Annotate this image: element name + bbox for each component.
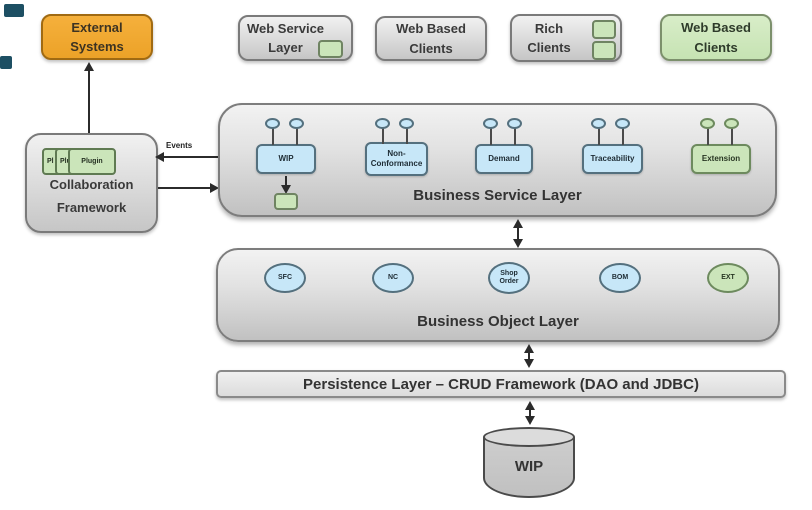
nonconformance-interface-stem-1 <box>382 128 384 144</box>
wip-database-cylinder: WIP <box>483 437 575 498</box>
extension-interface-stem-2 <box>731 128 733 145</box>
wip-plugin-icon <box>274 193 298 210</box>
nc-business-object: NC <box>372 263 414 293</box>
persistence-db-arrow-head-down <box>525 416 535 425</box>
rich-clients-label-line1: Rich <box>534 20 564 36</box>
cf-to-service-arrow-head <box>210 183 219 193</box>
nonconformance-service-component: Non- Conformance <box>365 142 428 176</box>
wip-service-label: WIP <box>278 153 294 163</box>
persistence-layer-bar: Persistence Layer – CRUD Framework (DAO … <box>216 370 786 398</box>
demand-interface-icon-2 <box>507 118 522 129</box>
web-service-layer-label-line2: Layer <box>268 40 303 55</box>
web-based-clients-green-label-line1: Web Based <box>681 20 751 35</box>
cf-to-service-arrow-line <box>158 187 212 189</box>
demand-service-label: Demand <box>488 153 520 163</box>
database-cylinder-top <box>483 427 575 447</box>
wip-interface-stem-2 <box>296 128 298 145</box>
nc-label: NC <box>387 273 399 281</box>
web-service-layer-label-line1: Web Service <box>246 20 325 36</box>
nonconformance-service-label-line1: Non- <box>387 148 406 158</box>
nonconformance-service-label-line2: Conformance <box>370 159 423 168</box>
extension-interface-stem-1 <box>707 128 709 145</box>
page-artifact-mark-top <box>4 4 24 17</box>
rich-client-component-icon-2 <box>592 41 616 60</box>
plugin-card-front: Plugin <box>68 148 116 175</box>
business-object-layer: Business Object Layer <box>216 248 780 342</box>
sfc-business-object: SFC <box>264 263 306 293</box>
extension-interface-icon-1 <box>700 118 715 129</box>
traceability-interface-stem-1 <box>598 128 600 145</box>
external-systems-label-line2: Systems <box>70 39 124 54</box>
demand-interface-icon-1 <box>483 118 498 129</box>
wip-service-component: WIP <box>256 144 316 174</box>
events-label: Events <box>166 141 193 150</box>
nonconformance-interface-stem-2 <box>406 128 408 144</box>
nonconformance-interface-icon-1 <box>375 118 390 129</box>
demand-interface-stem-1 <box>490 128 492 145</box>
object-persistence-arrow-line <box>528 352 530 361</box>
traceability-interface-icon-1 <box>591 118 606 129</box>
collaboration-framework-label-line1: Collaboration <box>49 177 134 192</box>
extension-service-label: Extension <box>701 153 741 163</box>
collaboration-framework-label: Collaboration Framework <box>25 174 158 220</box>
wip-interface-icon-2 <box>289 118 304 129</box>
page-artifact-mark-left <box>0 56 12 69</box>
web-based-clients-green-label-line2: Clients <box>694 39 738 55</box>
traceability-service-component: Traceability <box>582 144 643 174</box>
demand-interface-stem-2 <box>514 128 516 145</box>
external-systems-box: External Systems <box>41 14 153 60</box>
traceability-service-label: Traceability <box>590 153 635 163</box>
web-based-clients-label-line1: Web Based <box>396 21 466 36</box>
ext-business-object: EXT <box>707 263 749 293</box>
web-based-clients-label-line2: Clients <box>409 40 453 56</box>
traceability-interface-stem-2 <box>622 128 624 145</box>
service-object-arrow-head-down <box>513 239 523 248</box>
persistence-db-arrow-head-up <box>525 401 535 410</box>
persistence-layer-label: Persistence Layer – CRUD Framework (DAO … <box>303 375 699 393</box>
traceability-interface-icon-2 <box>615 118 630 129</box>
business-service-layer-label: Business Service Layer <box>413 187 582 204</box>
extension-service-component: Extension <box>691 144 751 174</box>
shop-order-business-object: Shop Order <box>488 262 530 294</box>
web-based-clients-green-box: Web Based Clients <box>660 14 772 61</box>
object-persistence-arrow-head-up <box>524 344 534 353</box>
service-object-arrow-head-up <box>513 219 523 228</box>
shop-order-label-line2: Order <box>499 278 519 285</box>
plugin-card-back-label: Pl <box>47 158 54 165</box>
rich-client-component-icon-1 <box>592 20 616 39</box>
demand-service-component: Demand <box>475 144 533 174</box>
service-object-arrow-line <box>517 227 519 241</box>
bom-label: BOM <box>611 273 629 281</box>
sfc-label: SFC <box>278 273 292 281</box>
wip-database-label: WIP <box>514 458 544 475</box>
web-service-component-icon <box>318 40 343 58</box>
external-systems-label-line1: External <box>71 19 123 35</box>
events-arrow-head <box>155 152 164 162</box>
wip-plugin-arrow-line <box>285 176 287 187</box>
wip-interface-icon-1 <box>265 118 280 129</box>
events-arrow-line <box>163 156 218 158</box>
nonconformance-interface-icon-2 <box>399 118 414 129</box>
extension-interface-icon-2 <box>724 118 739 129</box>
plugin-card-front-label: Plugin <box>81 158 103 165</box>
collaboration-framework-label-line2: Framework <box>56 199 127 215</box>
plugin-card-middle-label: Plu <box>60 158 71 165</box>
object-persistence-arrow-head-down <box>524 359 534 368</box>
web-service-layer-box: Web Service Layer <box>238 15 353 61</box>
ext-label: EXT <box>721 273 735 281</box>
web-based-clients-box: Web Based Clients <box>375 16 487 61</box>
arrow-to-external-systems-line <box>88 70 90 133</box>
rich-clients-label-line2: Clients <box>527 40 571 55</box>
shop-order-label-line1: Shop <box>500 269 518 277</box>
business-object-layer-label: Business Object Layer <box>417 313 579 330</box>
wip-plugin-arrow-head <box>281 185 291 194</box>
wip-interface-stem-1 <box>272 128 274 145</box>
arrow-to-external-systems-head <box>84 62 94 71</box>
bom-business-object: BOM <box>599 263 641 293</box>
persistence-db-arrow-line <box>529 409 531 418</box>
